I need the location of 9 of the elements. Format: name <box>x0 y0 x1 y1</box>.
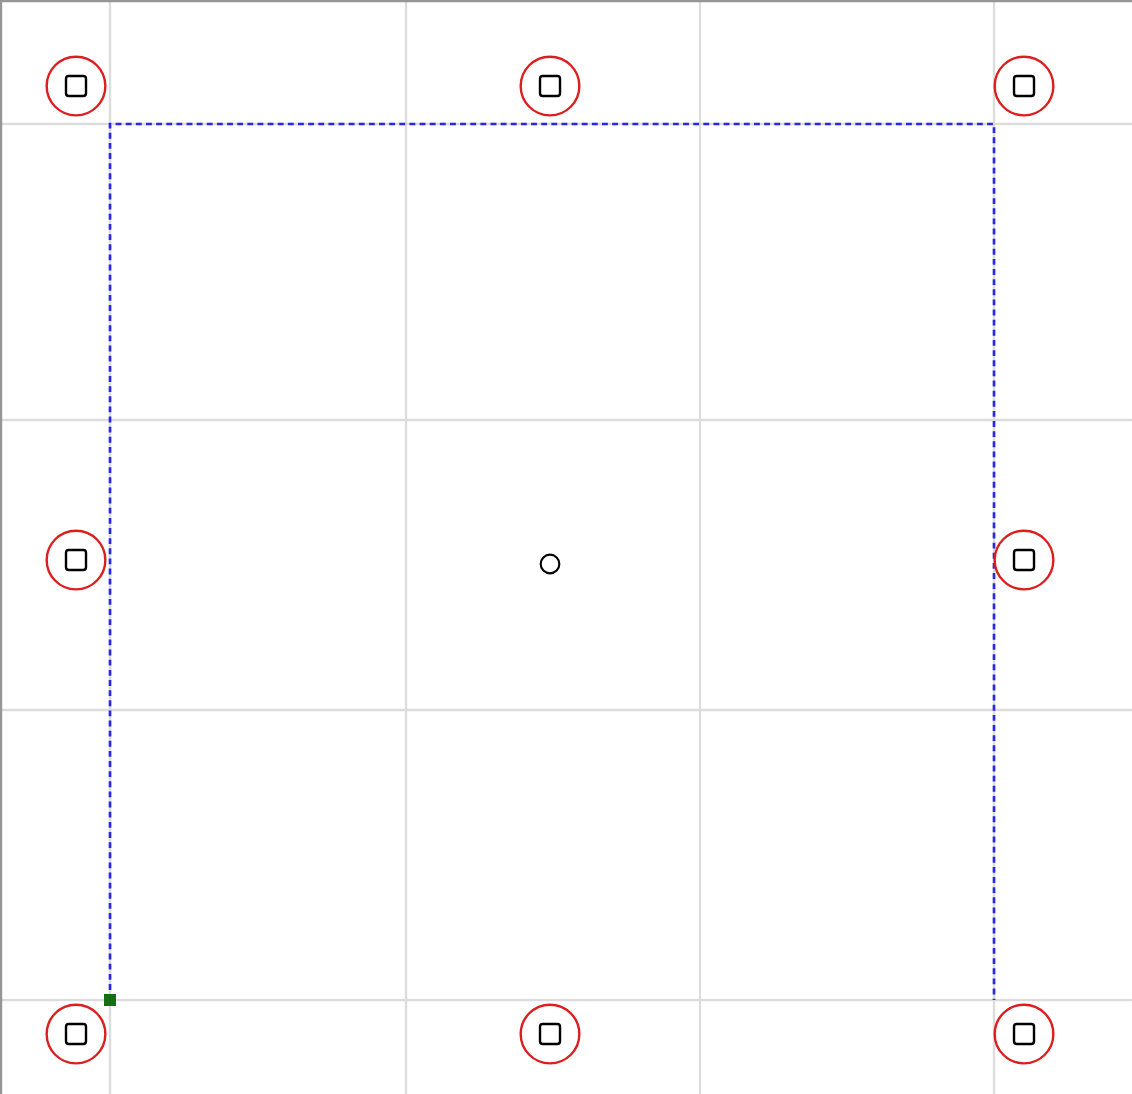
selection-handle <box>519 55 581 117</box>
selection-handle <box>519 1003 581 1065</box>
selection-handle <box>45 1003 107 1065</box>
selection-handle <box>45 55 107 117</box>
selection-handle <box>993 55 1055 117</box>
selection-handle <box>45 529 107 591</box>
selection-handle <box>993 529 1055 591</box>
center-marker <box>539 553 561 575</box>
selection-handle <box>993 1003 1055 1065</box>
